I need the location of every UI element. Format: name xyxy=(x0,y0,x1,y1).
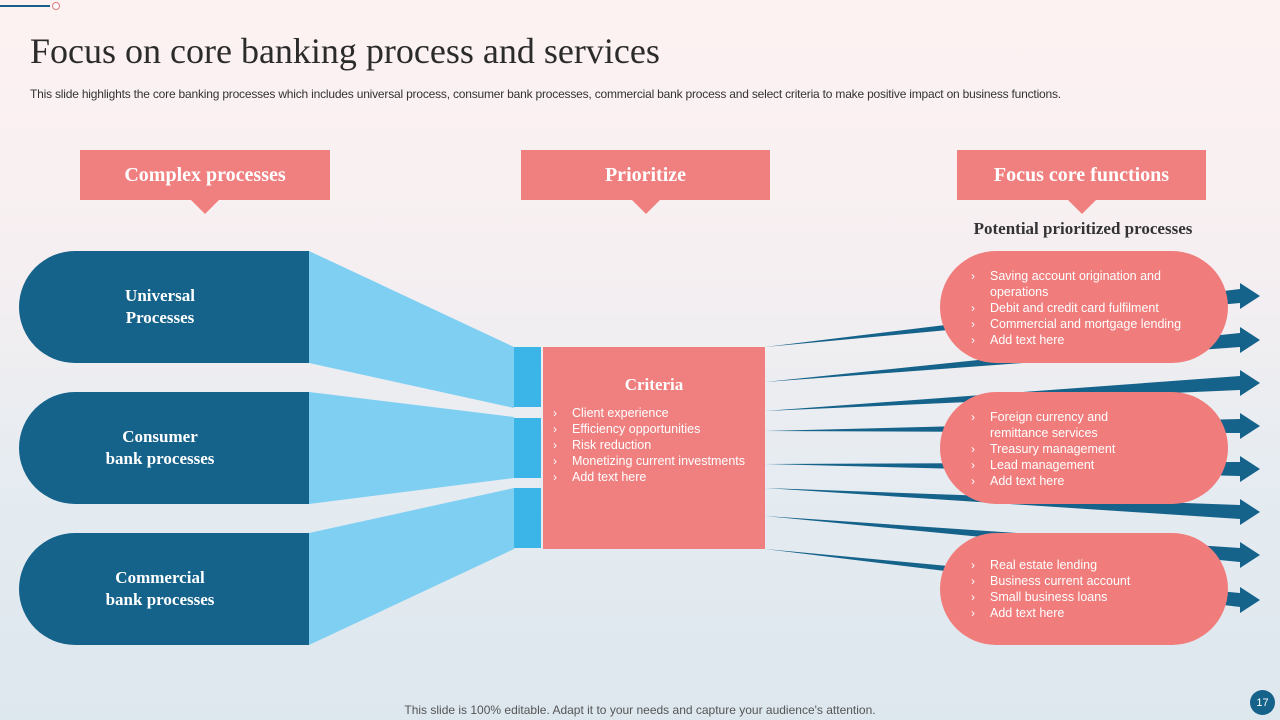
chevron-right-icon: › xyxy=(553,422,557,436)
fan-arrow-3 xyxy=(765,370,1260,411)
list-item-text: Small business loans xyxy=(990,590,1108,604)
list-item-text: Debit and credit card fulfilment xyxy=(990,301,1159,315)
list-item: › Add text here xyxy=(971,332,1181,348)
list-item: operations xyxy=(971,284,1181,300)
slide-subtitle: This slide highlights the core banking p… xyxy=(30,87,1061,101)
list-item: › Lead management xyxy=(971,457,1115,473)
function-group-list: › Real estate lending › Business current ac… xyxy=(971,557,1130,621)
list-item: › Risk reduction xyxy=(553,437,745,453)
list-item-text: Client experience xyxy=(572,406,669,420)
chevron-right-icon: › xyxy=(971,442,975,456)
criteria-box: Criteria › Client experience › Efficiency o… xyxy=(543,347,765,549)
chevron-right-icon: › xyxy=(553,454,557,468)
function-group-2: › Foreign currency and remittance services… xyxy=(940,392,1228,504)
list-item-text: Efficiency opportunities xyxy=(572,422,701,436)
header-prioritize: Prioritize xyxy=(521,150,770,214)
footer-note: This slide is 100% editable. Adapt it to… xyxy=(404,703,876,717)
list-item-text: Monetizing current investments xyxy=(572,454,745,468)
list-item-text: Add text here xyxy=(990,474,1065,488)
process-commercial-label: Commercial bank processes xyxy=(105,568,215,609)
list-item: › Add text here xyxy=(553,469,745,485)
top-accent-dot xyxy=(52,2,60,10)
list-item-text: Treasury management xyxy=(990,442,1116,456)
chevron-right-icon: › xyxy=(971,474,975,488)
chevron-right-icon: › xyxy=(971,558,975,572)
list-item: › Treasury management xyxy=(971,441,1115,457)
chevron-right-icon: › xyxy=(971,269,975,283)
chevron-right-icon: › xyxy=(553,406,557,420)
list-item: › Add text here xyxy=(971,605,1130,621)
list-item: › Small business loans xyxy=(971,589,1130,605)
funnel-universal xyxy=(309,251,514,408)
criteria-list: › Client experience › Efficiency opportunit… xyxy=(553,405,745,485)
list-item-text: Commercial and mortgage lending xyxy=(990,317,1182,331)
process-consumer: Consumer bank processes xyxy=(19,392,309,504)
list-item-text: Foreign currency and xyxy=(990,410,1109,424)
list-item: › Efficiency opportunities xyxy=(553,421,745,437)
connector-bar-commercial xyxy=(514,488,541,548)
list-item: › Monetizing current investments xyxy=(553,453,745,469)
chevron-right-icon: › xyxy=(971,317,975,331)
chevron-right-icon: › xyxy=(971,590,975,604)
list-item-text: Add text here xyxy=(572,470,647,484)
funnel-commercial xyxy=(309,488,514,645)
list-item-text: Add text here xyxy=(990,606,1065,620)
top-accent-line xyxy=(0,5,50,7)
list-item-text: Risk reduction xyxy=(572,438,652,452)
chevron-right-icon: › xyxy=(971,458,975,472)
connector-bar-consumer xyxy=(514,418,541,478)
list-item: › Saving account origination and xyxy=(971,268,1181,284)
function-group-list: › Saving account origination and operation… xyxy=(971,268,1181,348)
connector-bar-universal xyxy=(514,347,541,407)
chevron-right-icon: › xyxy=(971,301,975,315)
process-universal-label: Universal Processes xyxy=(125,286,195,327)
potential-prioritized-title: Potential prioritized processes xyxy=(973,219,1193,238)
function-group-3: › Real estate lending › Business current ac… xyxy=(940,533,1228,645)
list-item: remittance services xyxy=(971,425,1115,441)
funnel-consumer xyxy=(309,392,514,504)
list-item: › Foreign currency and xyxy=(971,409,1115,425)
chevron-right-icon: › xyxy=(971,333,975,347)
header-focus-core-functions: Focus core functions xyxy=(957,150,1206,214)
list-item: › Real estate lending xyxy=(971,557,1130,573)
list-item-text: remittance services xyxy=(990,426,1098,440)
chevron-right-icon: › xyxy=(971,606,975,620)
process-consumer-label: Consumer bank processes xyxy=(105,427,215,468)
list-item-text: Add text here xyxy=(990,333,1065,347)
slide-title: Focus on core banking process and servic… xyxy=(30,31,660,71)
chevron-right-icon: › xyxy=(553,438,557,452)
list-item: › Debit and credit card fulfilment xyxy=(971,300,1181,316)
chevron-right-icon: › xyxy=(971,410,975,424)
function-group-1: › Saving account origination and operation… xyxy=(940,251,1228,363)
fan-arrow-6 xyxy=(765,488,1260,525)
list-item: › Commercial and mortgage lending xyxy=(971,316,1181,332)
list-item-text: Lead management xyxy=(990,458,1095,472)
list-item: › Add text here xyxy=(971,473,1115,489)
page-number: 17 xyxy=(1250,690,1275,715)
list-item-text: operations xyxy=(990,285,1049,299)
list-item-text: Saving account origination and xyxy=(990,269,1161,283)
chevron-right-icon: › xyxy=(553,470,557,484)
list-item: › Client experience xyxy=(553,405,745,421)
process-universal: Universal Processes xyxy=(19,251,309,363)
criteria-title: Criteria xyxy=(624,375,684,394)
chevron-right-icon: › xyxy=(971,574,975,588)
header-complex-processes: Complex processes xyxy=(80,150,330,214)
list-item-text: Business current account xyxy=(990,574,1131,588)
list-item: › Business current account xyxy=(971,573,1130,589)
list-item-text: Real estate lending xyxy=(990,558,1098,572)
process-commercial: Commercial bank processes xyxy=(19,533,309,645)
function-group-list: › Foreign currency and remittance services… xyxy=(971,409,1115,489)
